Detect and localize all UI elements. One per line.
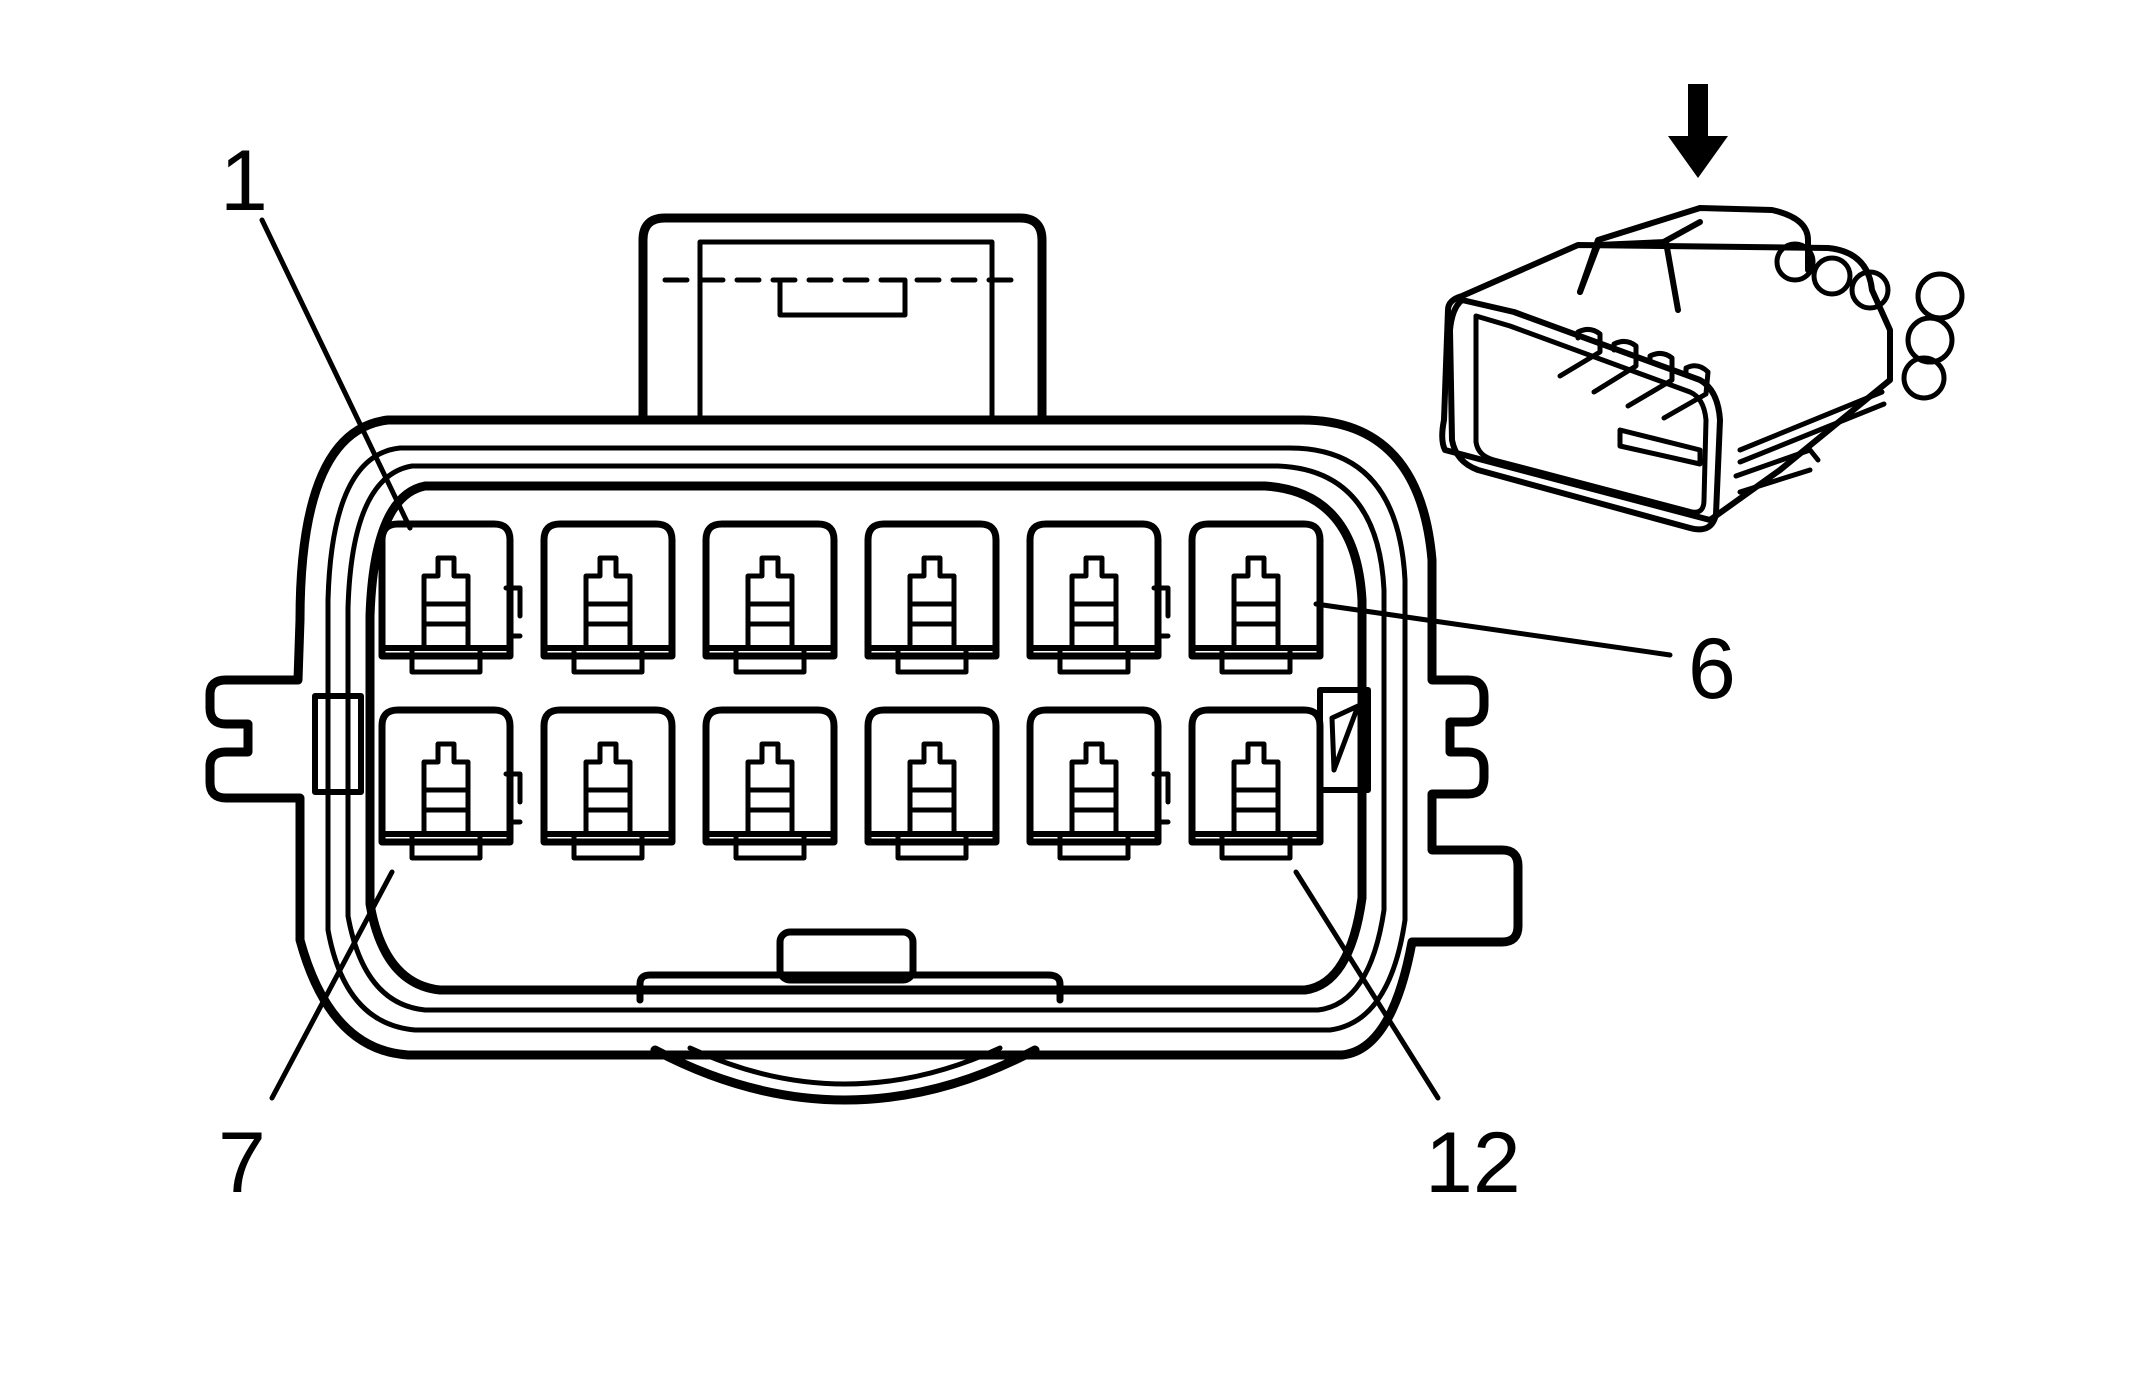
terminal-cavity-1 (378, 520, 523, 675)
bottom-key-rail (636, 928, 1064, 1004)
terminal-cavity-7 (378, 706, 523, 861)
housing-ring-2 (325, 445, 1408, 1033)
callout-label-pin-12: 12 (1425, 1115, 1521, 1211)
down-arrow-icon (1668, 84, 1728, 178)
rear-wire-terminals (1774, 241, 1965, 401)
leader-line-pin-1 (259, 217, 413, 531)
leader-line-pin-7 (269, 869, 395, 1101)
housing-outer-outline (205, 415, 1523, 1060)
terminal-cavity-12 (1188, 706, 1324, 861)
callout-pin-7: 7 (218, 869, 395, 1211)
top-latch-tab (638, 213, 1047, 425)
left-side-key (312, 693, 364, 795)
callout-pin-1: 1 (220, 133, 413, 531)
callout-label-pin-1: 1 (220, 133, 268, 229)
connector-face-view (205, 213, 1523, 1105)
callout-pin-12: 12 (1293, 869, 1521, 1211)
callout-pin-6: 6 (1313, 601, 1736, 717)
terminal-cavity-6 (1188, 520, 1324, 675)
leader-line-pin-6 (1313, 601, 1673, 658)
housing-inner-wall (365, 481, 1367, 995)
callout-label-pin-7: 7 (218, 1115, 266, 1211)
terminal-cavity-11 (1026, 706, 1171, 861)
connector-isometric-view (1439, 205, 1965, 533)
terminal-cavity-2 (540, 520, 676, 675)
terminal-cavity-5 (1026, 520, 1171, 675)
terminal-cavity-4 (864, 520, 1000, 675)
callout-label-pin-6: 6 (1688, 621, 1736, 717)
bottom-tab (650, 1045, 1040, 1105)
leader-line-pin-12 (1293, 869, 1441, 1101)
mating-pins (1557, 326, 1711, 421)
housing-ring-3 (345, 463, 1387, 1013)
terminal-cavity-8 (540, 706, 676, 861)
terminal-cavities (378, 520, 1324, 861)
terminal-cavity-9 (702, 706, 838, 861)
terminal-cavity-3 (702, 520, 838, 675)
terminal-cavity-10 (864, 706, 1000, 861)
